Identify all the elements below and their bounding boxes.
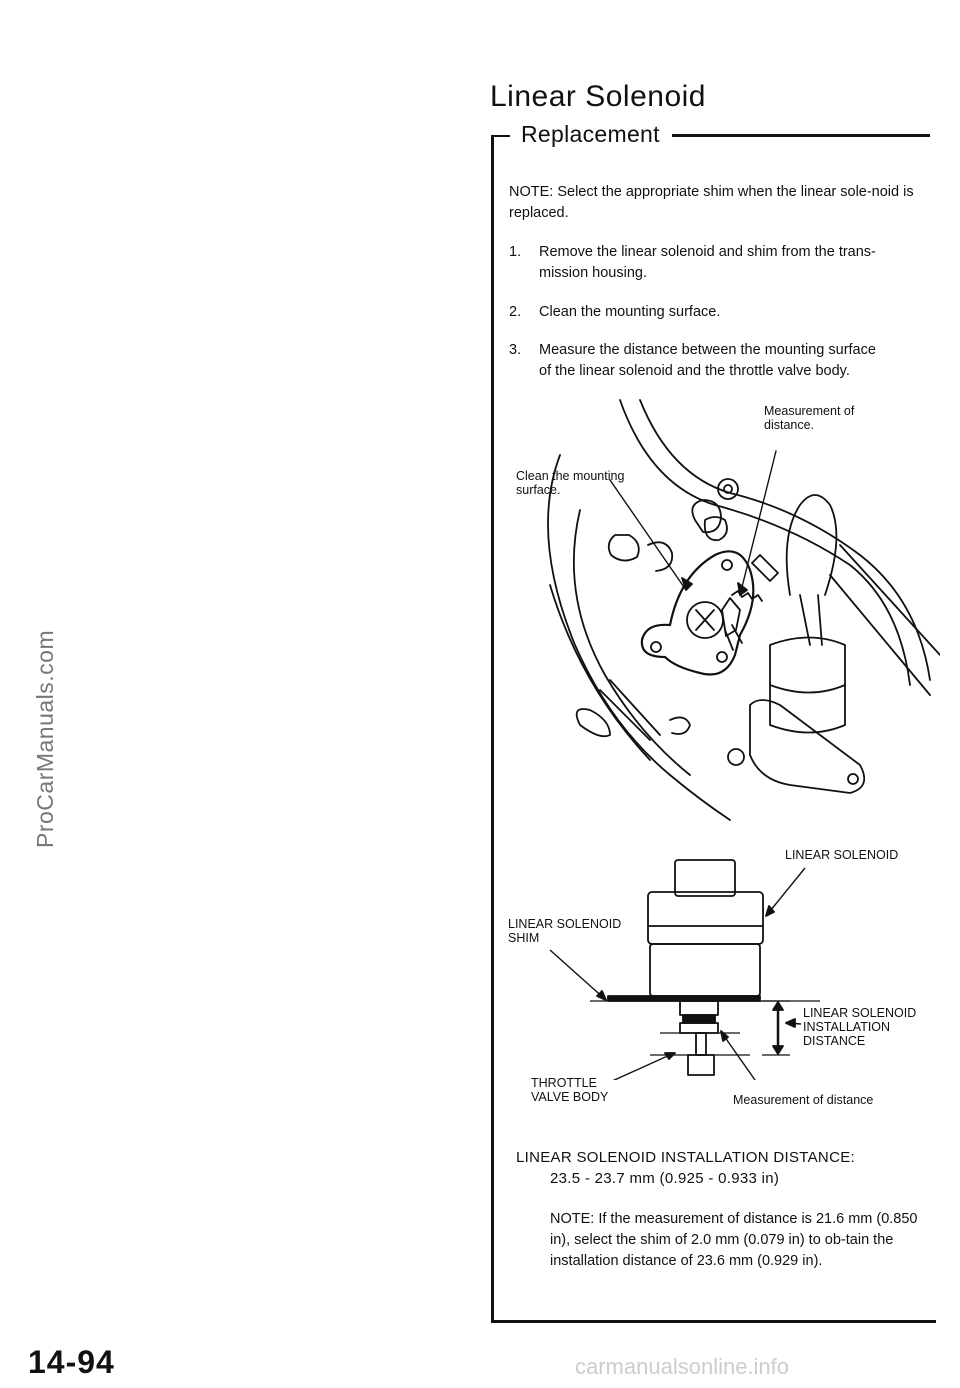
step-text-line2: mission housing. [539, 265, 647, 281]
section-rule-vertical [491, 135, 494, 1323]
note-top: NOTE: Select the appropriate shim when t… [509, 184, 914, 221]
step-text-line1: Measure the distance between the mountin… [539, 342, 876, 358]
watermark-side: ProCarManuals.com [32, 629, 58, 848]
fig2-label-shim: LINEAR SOLENOID SHIM [508, 917, 622, 945]
step-3: 3. Measure the distance between the mount… [509, 340, 914, 382]
transmission-housing-illustration [547, 399, 940, 821]
page-title: Linear Solenoid [490, 80, 706, 113]
step-1: 1. Remove the linear solenoid and shim fr… [509, 242, 914, 284]
section-rule-right [672, 134, 930, 137]
step-number: 2. [509, 304, 522, 320]
section-title: Replacement [515, 121, 666, 148]
step-number: 3. [509, 342, 522, 358]
fig2-label-measurement: Measurement of distance [733, 1093, 874, 1107]
spec-value: 23.5 - 23.7 mm (0.925 - 0.933 in) [550, 1170, 780, 1187]
step-text-line1: Remove the linear solenoid and shim from… [539, 244, 876, 260]
watermark-bottom: carmanualsonline.info [575, 1354, 790, 1379]
solenoid-section-diagram [549, 859, 820, 1080]
step-text-line1: Clean the mounting surface. [539, 304, 721, 320]
spec-heading: LINEAR SOLENOID INSTALLATION DISTANCE: [516, 1149, 855, 1166]
fig2-label-linear-solenoid: LINEAR SOLENOID [785, 848, 899, 862]
fig1-label-measurement: Measurement of distance. [764, 404, 855, 432]
note-bottom: NOTE: If the measurement of distance is … [550, 1211, 918, 1269]
step-2: 2. Clean the mounting surface. [509, 302, 914, 323]
page-number: 14-94 [28, 1344, 115, 1380]
section-rule-left [492, 135, 510, 137]
step-number: 1. [509, 244, 522, 260]
section-rule-bottom [491, 1320, 936, 1323]
fig2-label-throttle-valve-body: THROTTLE VALVE BODY [531, 1076, 609, 1104]
fig2-label-installation-distance: LINEAR SOLENOID INSTALLATION DISTANCE [803, 1006, 917, 1048]
step-text-line2: of the linear solenoid and the throttle … [539, 363, 850, 379]
